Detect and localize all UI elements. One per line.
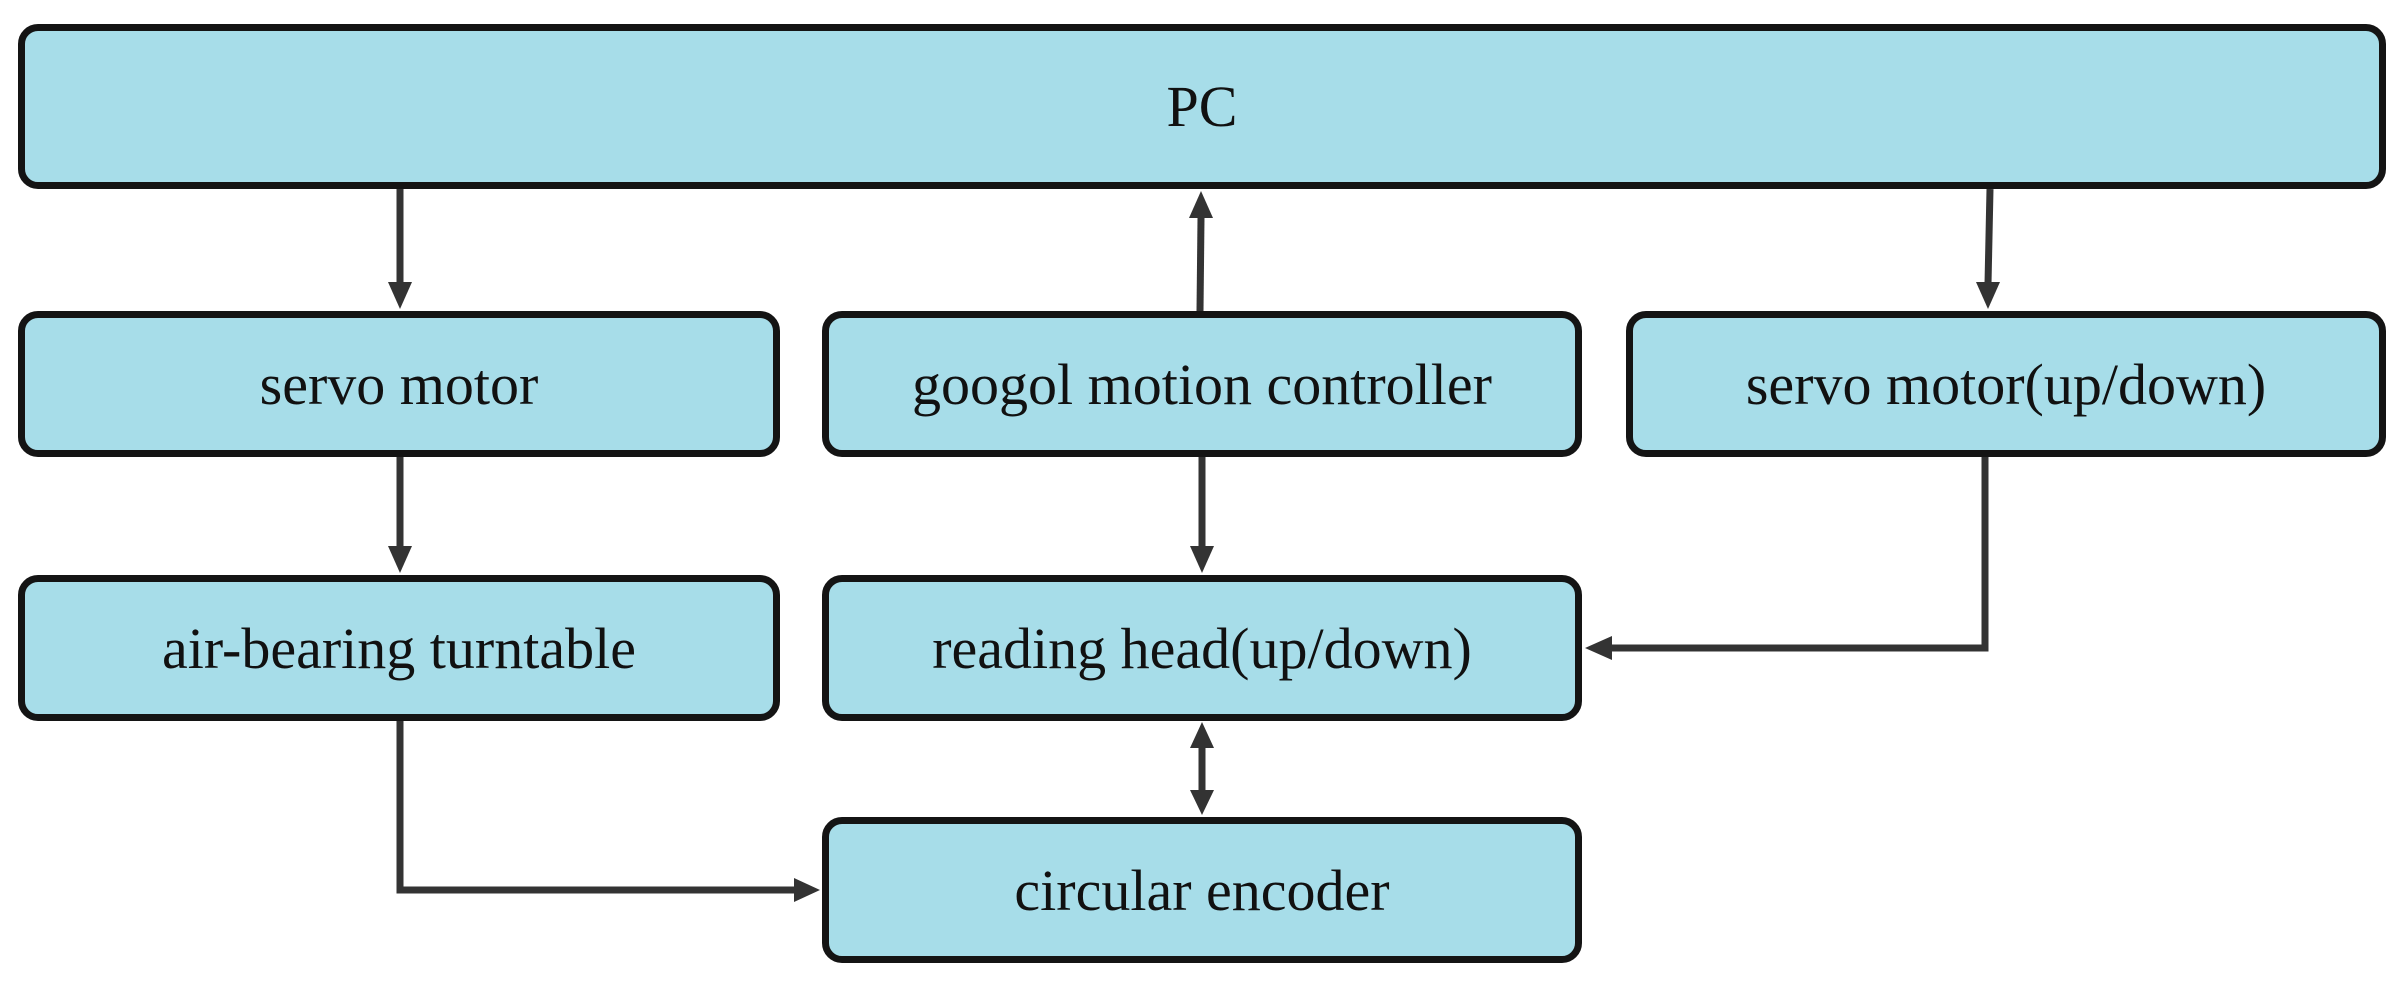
edge-pc-to-servo-updown xyxy=(1984,188,1994,285)
googol-motion-controller-box: googol motion controller xyxy=(822,311,1582,457)
pc-box: PC xyxy=(18,24,2386,189)
reading-head-updown-box: reading head(up/down) xyxy=(822,575,1582,721)
arrowhead-down-encoder xyxy=(1190,790,1214,815)
servo-motor-box: servo motor xyxy=(18,311,780,457)
air-bearing-turntable-label: air-bearing turntable xyxy=(162,615,636,681)
edge-googol-to-pc xyxy=(1196,217,1205,312)
reading-head-updown-label: reading head(up/down) xyxy=(932,615,1472,681)
arrowhead-right-encoder xyxy=(794,878,820,902)
circular-encoder-label: circular encoder xyxy=(1014,857,1390,923)
arrowhead-down-reading-head xyxy=(1190,546,1214,573)
arrowhead-down-servo-motor xyxy=(388,282,412,309)
arrowhead-down-turntable xyxy=(388,546,412,573)
googol-motion-controller-label: googol motion controller xyxy=(912,351,1492,417)
pc-label: PC xyxy=(1166,74,1238,139)
servo-motor-label: servo motor xyxy=(259,351,539,417)
arrowhead-up-reading-head xyxy=(1190,722,1214,748)
edge-servo-updown-to-reading-head xyxy=(1610,457,1989,652)
arrowhead-down-servo-updown xyxy=(1976,282,2000,309)
edge-turntable-to-encoder xyxy=(396,721,796,894)
circular-encoder-box: circular encoder xyxy=(822,817,1582,963)
arrowhead-left-reading-head xyxy=(1585,636,1612,660)
arrowhead-up-pc xyxy=(1189,191,1213,218)
servo-motor-updown-box: servo motor(up/down) xyxy=(1626,311,2386,457)
air-bearing-turntable-box: air-bearing turntable xyxy=(18,575,780,721)
servo-motor-updown-label: servo motor(up/down) xyxy=(1745,351,2267,417)
